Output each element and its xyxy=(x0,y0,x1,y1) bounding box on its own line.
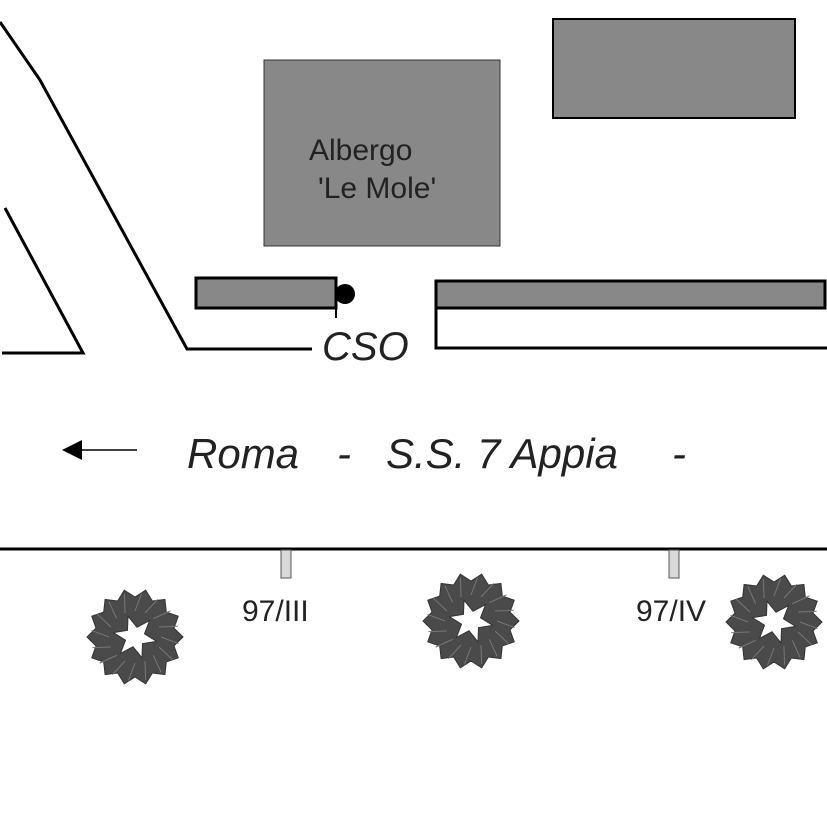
tree-icon xyxy=(422,573,520,669)
road-edge-right xyxy=(434,308,827,350)
arrow-left-icon xyxy=(62,440,137,460)
road-edge-left-ramp xyxy=(2,207,86,355)
building-top-right xyxy=(552,18,796,119)
tree-icon xyxy=(86,589,184,685)
road-edge-diagonal xyxy=(0,21,312,351)
cso-label: CSO xyxy=(322,325,409,369)
km-marker-post xyxy=(668,549,680,579)
km-marker-label: 97/IV xyxy=(636,595,706,628)
building-strip-right xyxy=(434,279,827,310)
building-strip-left xyxy=(194,276,338,310)
road-label-ss7: S.S. 7 Appia xyxy=(386,430,618,477)
point-marker-icon xyxy=(335,284,355,304)
road-label-roma: Roma xyxy=(187,430,299,477)
km-marker-label: 97/III xyxy=(242,595,309,628)
hotel-name-line1: Albergo xyxy=(309,134,412,167)
hotel-name-line2: 'Le Mole' xyxy=(318,172,436,205)
tree-icon xyxy=(725,574,823,670)
km-marker-post xyxy=(280,549,292,579)
hotel-building xyxy=(263,59,501,247)
road-label-dash: - xyxy=(672,430,686,477)
road-label-dash: - xyxy=(337,430,351,477)
